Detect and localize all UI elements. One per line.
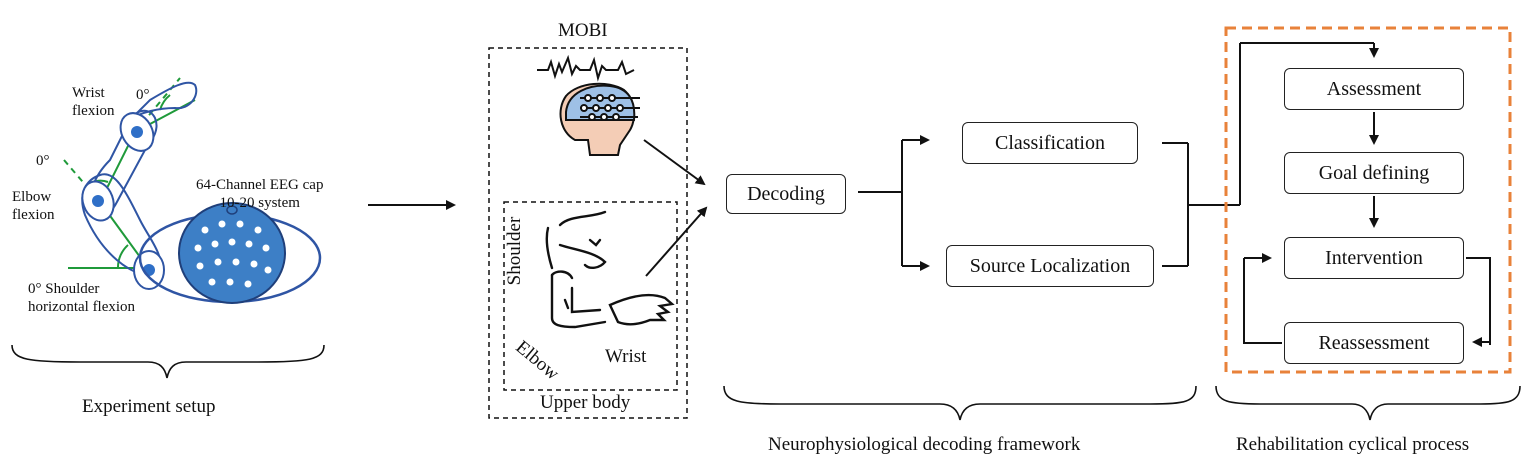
elbow-angle-label: 0° <box>36 153 50 169</box>
arrow-body-to-decoding <box>645 206 708 277</box>
rehab-caption: Rehabilitation cyclical process <box>1236 434 1470 455</box>
branch-merge-connector <box>1162 42 1379 267</box>
shoulder-label: Shoulder <box>504 216 525 286</box>
rehab-arrows <box>1243 112 1491 347</box>
experiment-setup-caption: Experiment setup <box>82 396 216 417</box>
reassessment-box: Reassessment <box>1284 322 1464 364</box>
framework-brace <box>723 385 1197 421</box>
rehab-highlight-box <box>1224 26 1512 374</box>
setup-brace <box>11 344 325 379</box>
decoding-box: Decoding <box>726 174 846 214</box>
goal-defining-box: Goal defining <box>1284 152 1464 194</box>
eeg-electrodes <box>194 220 272 288</box>
wrist-label: Wrist <box>605 346 647 367</box>
mobi-title: MOBI <box>558 20 608 41</box>
upper-body-label: Upper body <box>540 392 631 413</box>
eeg-cap-illustration <box>138 202 322 304</box>
joint-markers <box>81 112 165 290</box>
head-eeg-icon <box>537 54 640 156</box>
arm-illustration <box>63 77 198 290</box>
wrist-angle-label: 0° <box>136 87 150 103</box>
decoding-branch-connector <box>858 135 930 271</box>
upper-body-icon <box>545 210 675 329</box>
arrow-head-to-decoding <box>643 139 706 186</box>
source-localization-box: Source Localization <box>946 245 1154 287</box>
classification-box: Classification <box>962 122 1138 164</box>
framework-caption: Neurophysiological decoding framework <box>768 434 1081 455</box>
rehab-brace <box>1215 385 1521 421</box>
intervention-box: Intervention <box>1284 237 1464 279</box>
assessment-box: Assessment <box>1284 68 1464 110</box>
mobi-outer-box <box>488 47 688 419</box>
